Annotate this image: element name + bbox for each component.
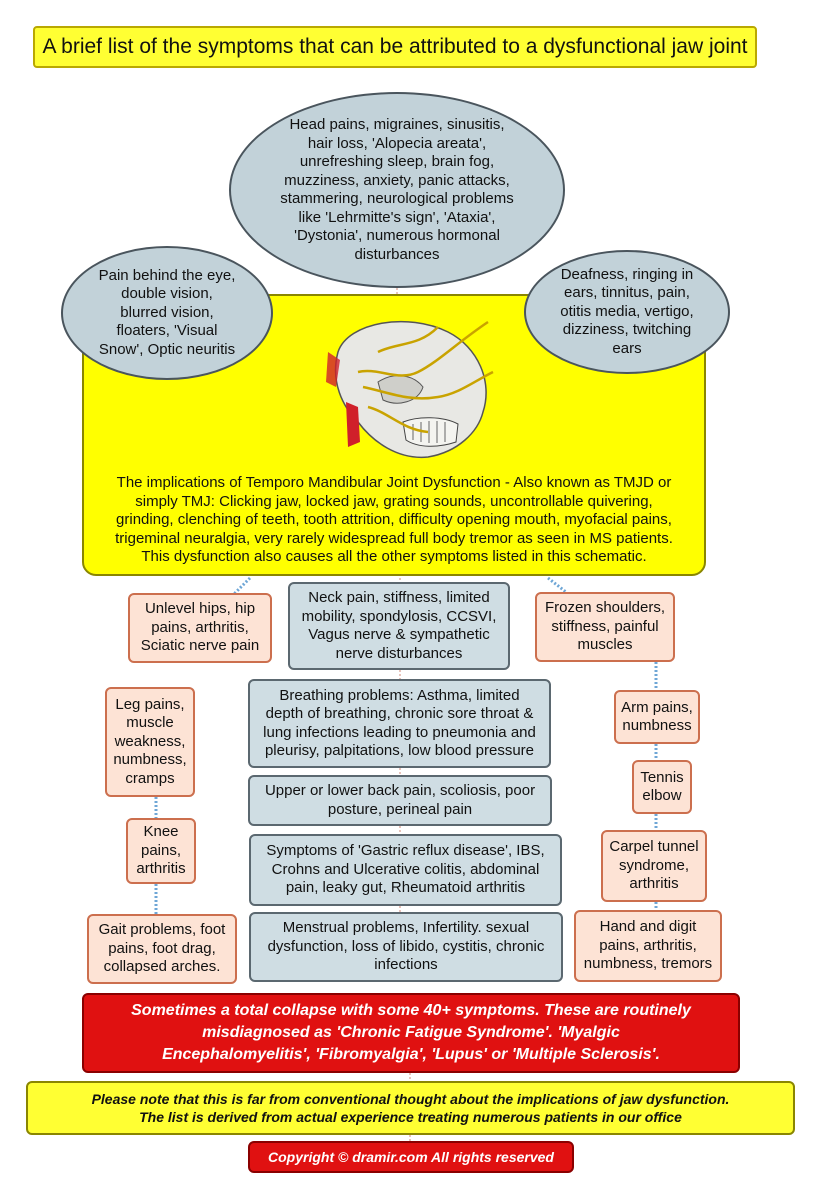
warning-line: misdiagnosed as 'Chronic Fatigue Syndrom… — [202, 1024, 620, 1041]
box-line: pains, arthritis, — [151, 618, 249, 636]
tmj-line: This dysfunction also causes all the oth… — [141, 548, 647, 565]
breathing-symptoms-box: Breathing problems: Asthma, limited dept… — [248, 679, 551, 768]
disclaimer-note: Please note that this is far from conven… — [26, 1081, 795, 1135]
oval-line: disturbances — [354, 245, 440, 263]
box-line: dysfunction, loss of libido, cystitis, c… — [267, 937, 545, 955]
tmj-line: trigeminal neuralgia, very rarely widesp… — [115, 529, 673, 547]
oval-line: ears, tinnitus, pain, — [564, 284, 690, 302]
hip-symptoms-box: Unlevel hips, hip pains, arthritis, Scia… — [128, 593, 272, 663]
oval-line: unrefreshing sleep, brain fog, — [299, 153, 495, 170]
box-line: pleurisy, palpitations, low blood pressu… — [264, 742, 535, 759]
knee-symptoms-box: Knee pains, arthritis — [126, 818, 196, 884]
box-line: Symptoms of 'Gastric reflux disease', IB… — [266, 842, 545, 860]
oval-line: Head pains, migraines, sinusitis, — [289, 116, 505, 133]
foot-symptoms-box: Gait problems, foot pains, foot drag, co… — [87, 914, 237, 984]
box-line: Tennis — [640, 768, 684, 786]
oval-line: otitis media, vertigo, — [560, 302, 694, 320]
box-line: stiffness, painful — [551, 617, 659, 635]
oval-line: Deafness, ringing in — [560, 265, 694, 283]
oval-line: Pain behind the eye, — [98, 266, 236, 284]
box-line: pains, arthritis, — [599, 936, 697, 954]
note-line: Please note that this is far from conven… — [91, 1090, 730, 1107]
box-line: Knee — [143, 823, 179, 841]
box-line: arthritis — [629, 875, 679, 893]
digestive-symptoms-box: Symptoms of 'Gastric reflux disease', IB… — [249, 834, 562, 906]
oval-line: 'Dystonia', numerous hormonal — [294, 227, 500, 244]
box-line: depth of breathing, chronic sore throat … — [265, 705, 534, 722]
box-line: Frozen shoulders, — [544, 599, 666, 617]
box-line: posture, perineal pain — [327, 800, 473, 818]
box-line: nerve disturbances — [335, 644, 463, 662]
box-line: weakness, — [114, 732, 186, 750]
tmj-line: simply TMJ: Clicking jaw, locked jaw, gr… — [135, 492, 653, 510]
box-line: numbness, — [113, 751, 187, 769]
box-line: pains, — [140, 841, 182, 859]
leg-symptoms-box: Leg pains, muscle weakness, numbness, cr… — [105, 687, 195, 797]
box-line: muscle — [126, 714, 174, 732]
copyright-badge: Copyright © dramir.com All rights reserv… — [248, 1141, 574, 1173]
oval-line: floaters, 'Visual — [116, 322, 218, 340]
box-line: Sciatic nerve pain — [140, 637, 260, 655]
box-line: infections — [374, 956, 438, 974]
box-line: Gait problems, foot — [98, 921, 226, 939]
box-line: collapsed arches. — [103, 958, 221, 976]
box-line: elbow — [642, 787, 682, 804]
box-line: Menstrual problems, Infertility. sexual — [282, 919, 530, 937]
back-symptoms-box: Upper or lower back pain, scoliosis, poo… — [248, 775, 552, 826]
box-line: Hand and digit — [599, 918, 697, 936]
warning-line: Sometimes a total collapse with some 40+… — [131, 1002, 691, 1019]
reproductive-symptoms-box: Menstrual problems, Infertility. sexual … — [249, 912, 563, 982]
box-line: numbness, tremors — [583, 955, 713, 973]
neck-symptoms-box: Neck pain, stiffness, limited mobility, … — [288, 582, 510, 670]
oval-line: blurred vision, — [120, 303, 214, 321]
elbow-symptoms-box: Tennis elbow — [632, 760, 692, 814]
page-title: A brief list of the symptoms that can be… — [33, 26, 757, 68]
box-line: lung infections leading to pneumonia and — [263, 723, 536, 741]
oval-line: stammering, neurological problems — [280, 190, 514, 207]
oval-line: like 'Lehrmitte's sign', 'Ataxia', — [298, 208, 496, 226]
box-line: pains, foot drag, — [108, 939, 216, 957]
tmj-description: The implications of Temporo Mandibular J… — [90, 474, 698, 567]
box-line: muscles — [577, 636, 633, 654]
oval-line: Snow', Optic neuritis — [98, 340, 236, 358]
ear-symptoms-oval: Deafness, ringing in ears, tinnitus, pai… — [524, 250, 730, 374]
box-line: Arm pains, — [621, 698, 693, 716]
misdiagnosis-warning: Sometimes a total collapse with some 40+… — [82, 993, 740, 1073]
box-line: Carpel tunnel — [609, 838, 699, 856]
box-line: Unlevel hips, hip — [144, 600, 256, 618]
wrist-symptoms-box: Carpel tunnel syndrome, arthritis — [601, 830, 707, 902]
tmj-line: grinding, clenching of teeth, tooth attr… — [116, 511, 672, 528]
box-line: Crohns and Ulcerative colitis, abdominal — [271, 860, 540, 878]
box-line: pain, leaky gut, Rheumatoid arthritis — [285, 879, 526, 897]
hand-symptoms-box: Hand and digit pains, arthritis, numbnes… — [574, 910, 722, 982]
eye-symptoms-oval: Pain behind the eye, double vision, blur… — [61, 246, 273, 380]
oval-line: hair loss, 'Alopecia areata', — [307, 134, 487, 152]
oval-line: muzziness, anxiety, panic attacks, — [284, 171, 510, 189]
box-line: mobility, spondylosis, CCSVI, — [301, 607, 497, 625]
oval-line: double vision, — [121, 285, 213, 303]
skull-nerve-illustration — [326, 320, 494, 459]
box-line: Vagus nerve & sympathetic — [308, 626, 490, 643]
box-line: Neck pain, stiffness, limited — [308, 589, 490, 606]
box-line: Breathing problems: Asthma, limited — [279, 686, 520, 704]
box-line: syndrome, — [618, 856, 689, 874]
oval-line: ears — [612, 339, 642, 357]
note-line: The list is derived from actual experien… — [139, 1109, 682, 1125]
box-line: arthritis — [136, 860, 186, 878]
shoulder-symptoms-box: Frozen shoulders, stiffness, painful mus… — [535, 592, 675, 662]
box-line: numbness — [622, 717, 692, 734]
box-line: Upper or lower back pain, scoliosis, poo… — [264, 782, 536, 799]
warning-line: Encephalomyelitis', 'Fibromyalgia', 'Lup… — [162, 1046, 660, 1063]
box-line: cramps — [125, 769, 175, 787]
oval-line: dizziness, twitching — [562, 321, 692, 339]
tmj-line: The implications of Temporo Mandibular J… — [116, 474, 672, 491]
arm-symptoms-box: Arm pains, numbness — [614, 690, 700, 744]
box-line: Leg pains, — [115, 695, 185, 713]
head-symptoms-oval: Head pains, migraines, sinusitis, hair l… — [229, 92, 565, 288]
